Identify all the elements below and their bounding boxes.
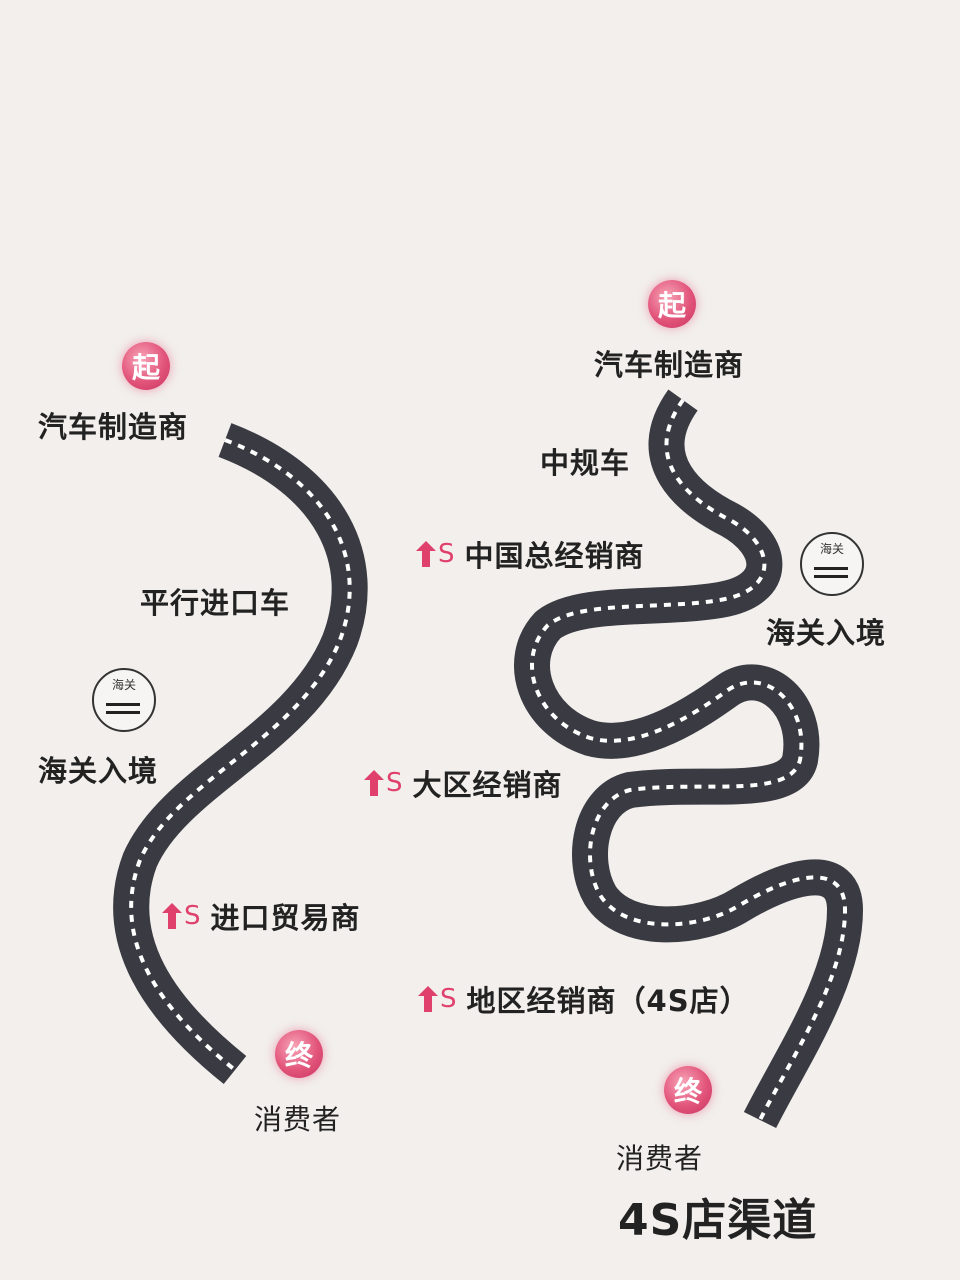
customs-icon-text: 海关	[819, 542, 844, 556]
start-badge-left: 起	[122, 342, 170, 390]
customs-icon-bar	[814, 575, 848, 578]
customs-icon-bar	[106, 703, 140, 706]
importer-label: 进口贸易商	[210, 901, 361, 935]
manufacturer-label-right: 汽车制造商	[594, 348, 745, 382]
customs-icon-right: 海关	[800, 532, 864, 596]
local-dealer-label: 地区经销商（4S店）	[466, 984, 750, 1018]
manufacturer-label-left: 汽车制造商	[38, 410, 189, 444]
consumer-label-right: 消费者	[616, 1142, 704, 1175]
parallel-import-label: 平行进口车	[140, 586, 291, 620]
customs-entry-label-right: 海关入境	[766, 616, 887, 650]
price-step-importer: S 进口贸易商	[162, 895, 361, 937]
end-badge-left: 终	[275, 1030, 323, 1078]
price-step-regional: S 大区经销商	[364, 762, 563, 804]
customs-icon-left: 海关	[92, 668, 156, 732]
dollar-icon: S	[386, 768, 403, 798]
customs-icon-bar	[814, 567, 848, 570]
customs-entry-label-left: 海关入境	[38, 754, 159, 788]
price-step-national: S 中国总经销商	[416, 533, 645, 575]
dollar-icon: S	[440, 984, 457, 1014]
customs-icon-bar	[106, 711, 140, 714]
diagram-title: 4S店渠道	[618, 1195, 818, 1246]
price-up-icon	[418, 986, 438, 1012]
national-dealer-label: 中国总经销商	[464, 539, 645, 573]
dollar-icon: S	[184, 901, 201, 931]
start-badge-right: 起	[648, 280, 696, 328]
dollar-icon: S	[438, 539, 455, 569]
price-step-local: S 地区经销商（4S店）	[418, 978, 750, 1020]
right-road	[514, 389, 863, 1129]
customs-icon-text: 海关	[111, 678, 136, 692]
price-up-icon	[364, 770, 384, 796]
end-badge-right: 终	[664, 1066, 712, 1114]
price-up-icon	[162, 903, 182, 929]
price-up-icon	[416, 541, 436, 567]
left-road	[113, 423, 368, 1085]
regional-dealer-label: 大区经销商	[412, 768, 563, 802]
consumer-label-left: 消费者	[254, 1103, 342, 1136]
domestic-spec-label: 中规车	[540, 446, 631, 480]
